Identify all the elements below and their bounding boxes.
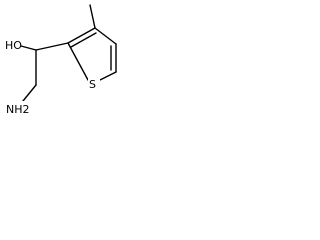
bond-ring-s-c2 [67, 42, 89, 81]
bond-c2-n [22, 84, 37, 102]
bond-c1-ring [35, 42, 69, 51]
sulfur-label: S [89, 78, 96, 91]
bond-ring-c2-c3 [67, 27, 96, 44]
bond-methyl [89, 4, 96, 29]
amine-label: NH2 [6, 103, 30, 116]
bond-ring-c5-s [99, 71, 117, 81]
molecule-drawing: HO S NH2 [5, 4, 117, 117]
bond-ring-c2-c3-double [70, 32, 97, 48]
bond-ring-c3-c4 [94, 27, 117, 45]
hydroxyl-label: HO [5, 39, 22, 52]
bond-oh-c1 [20, 45, 37, 51]
structure-diagram: HO S NH2 [0, 0, 142, 154]
